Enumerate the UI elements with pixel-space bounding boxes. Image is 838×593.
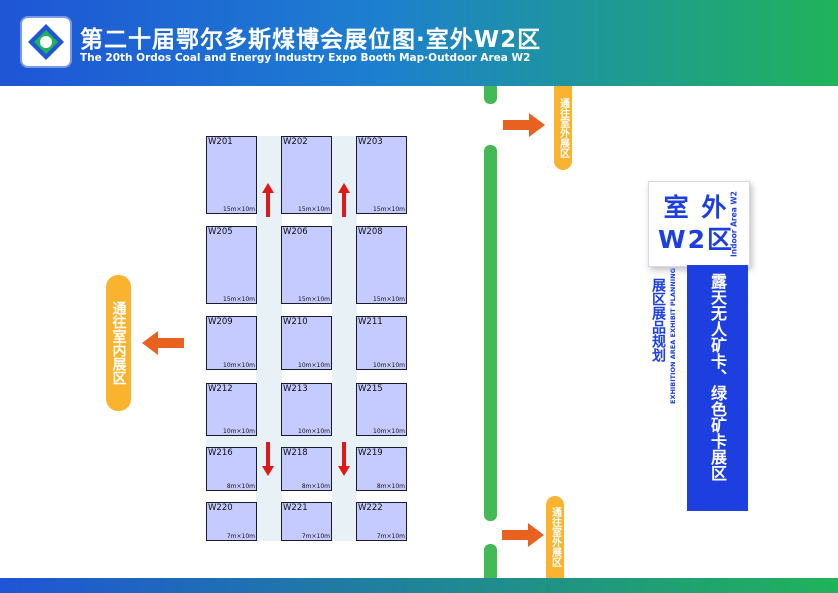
booth-code: W212 — [208, 384, 233, 394]
arrow-down-icon — [262, 442, 274, 476]
booth-size: 15m×10m — [223, 206, 255, 213]
expo-logo-icon — [28, 24, 64, 60]
plan-subtitle: EXHIBITION AREA EXHIBIT PLANNING — [669, 268, 677, 404]
arrow-down-icon — [338, 442, 350, 476]
to-outdoor-sign-bottom[interactable]: 通往室外展区 — [546, 496, 564, 578]
zone-en-label: Indoor Area W2 — [729, 191, 739, 257]
expo-logo — [22, 18, 70, 66]
road-bottom — [484, 544, 497, 578]
zone-title: 室 外 W2区 — [657, 192, 735, 256]
booth-size: 15m×10m — [298, 296, 330, 303]
booth-code: W201 — [208, 137, 233, 147]
booth-code: W218 — [283, 448, 308, 458]
booth-w210[interactable]: W210 10m×10m — [281, 316, 332, 370]
booth-code: W205 — [208, 227, 233, 237]
exhibit-category-label: 露天无人矿卡、绿色矿卡展区 — [708, 273, 727, 481]
road-main — [484, 145, 497, 521]
booth-code: W208 — [358, 227, 383, 237]
booth-code: W216 — [208, 448, 233, 458]
booth-code: W203 — [358, 137, 383, 147]
booth-w205[interactable]: W205 15m×10m — [206, 226, 257, 304]
booth-code: W210 — [283, 317, 308, 327]
page-title: 第二十届鄂尔多斯煤博会展位图·室外W2区 — [80, 27, 542, 53]
exhibit-category: 露天无人矿卡、绿色矿卡展区 — [687, 265, 748, 511]
booth-size: 15m×10m — [298, 206, 330, 213]
booth-size: 7m×10m — [376, 533, 405, 540]
booth-w215[interactable]: W215 10m×10m — [356, 383, 407, 436]
booth-size: 8m×10m — [226, 483, 255, 490]
booth-size: 7m×10m — [301, 533, 330, 540]
booth-size: 10m×10m — [373, 428, 405, 435]
plan-title: 展区展品规划 — [650, 278, 666, 362]
booth-w219[interactable]: W219 8m×10m — [356, 447, 407, 491]
booth-code: W219 — [358, 448, 383, 458]
arrow-up-icon — [338, 183, 350, 217]
header-banner: 第二十届鄂尔多斯煤博会展位图·室外W2区 The 20th Ordos Coal… — [0, 0, 838, 86]
booth-size: 8m×10m — [376, 483, 405, 490]
to-indoor-label: 通往室内展区 — [110, 301, 127, 385]
booth-code: W221 — [283, 503, 308, 513]
booth-w212[interactable]: W212 10m×10m — [206, 383, 257, 436]
booth-w221[interactable]: W221 7m×10m — [281, 502, 332, 541]
booth-w216[interactable]: W216 8m×10m — [206, 447, 257, 491]
booth-size: 10m×10m — [223, 362, 255, 369]
zone-title-line2: W2区 — [658, 225, 734, 254]
booth-w222[interactable]: W222 7m×10m — [356, 502, 407, 541]
booth-code: W213 — [283, 384, 308, 394]
to-outdoor-sign-top[interactable]: 通往室外展区 — [554, 86, 572, 170]
booth-code: W222 — [358, 503, 383, 513]
booth-code: W209 — [208, 317, 233, 327]
booth-size: 10m×10m — [298, 428, 330, 435]
footer-bar — [0, 578, 838, 593]
booth-size: 10m×10m — [223, 428, 255, 435]
booth-size: 8m×10m — [301, 483, 330, 490]
booth-size: 15m×10m — [223, 296, 255, 303]
booth-w209[interactable]: W209 10m×10m — [206, 316, 257, 370]
page-subtitle: The 20th Ordos Coal and Energy Industry … — [80, 52, 531, 64]
booth-w203[interactable]: W203 15m×10m — [356, 136, 407, 214]
arrow-right-bottom-icon — [502, 523, 544, 547]
arrow-left-icon — [142, 331, 184, 355]
booth-code: W211 — [358, 317, 383, 327]
booth-w206[interactable]: W206 15m×10m — [281, 226, 332, 304]
zone-title-card: 室 外 W2区 Indoor Area W2 — [648, 181, 750, 267]
booth-size: 15m×10m — [373, 206, 405, 213]
booth-size: 10m×10m — [298, 362, 330, 369]
road-top — [484, 86, 497, 104]
to-outdoor-bottom-label: 通往室外展区 — [549, 507, 561, 567]
arrow-up-icon — [262, 183, 274, 217]
booth-w208[interactable]: W208 15m×10m — [356, 226, 407, 304]
booth-w202[interactable]: W202 15m×10m — [281, 136, 332, 214]
arrow-right-top-icon — [503, 113, 545, 137]
booth-w220[interactable]: W220 7m×10m — [206, 502, 257, 541]
booth-size: 7m×10m — [226, 533, 255, 540]
corridor-row — [206, 435, 408, 449]
booth-size: 10m×10m — [373, 362, 405, 369]
zone-title-line1: 室 外 — [663, 193, 729, 222]
booth-code: W206 — [283, 227, 308, 237]
to-outdoor-top-label: 通往室外展区 — [557, 98, 569, 158]
booth-w201[interactable]: W201 15m×10m — [206, 136, 257, 214]
booth-code: W215 — [358, 384, 383, 394]
booth-code: W220 — [208, 503, 233, 513]
booth-w218[interactable]: W218 8m×10m — [281, 447, 332, 491]
to-indoor-sign[interactable]: 通往室内展区 — [106, 275, 131, 411]
booth-w213[interactable]: W213 10m×10m — [281, 383, 332, 436]
booth-size: 15m×10m — [373, 296, 405, 303]
booth-w211[interactable]: W211 10m×10m — [356, 316, 407, 370]
booth-code: W202 — [283, 137, 308, 147]
